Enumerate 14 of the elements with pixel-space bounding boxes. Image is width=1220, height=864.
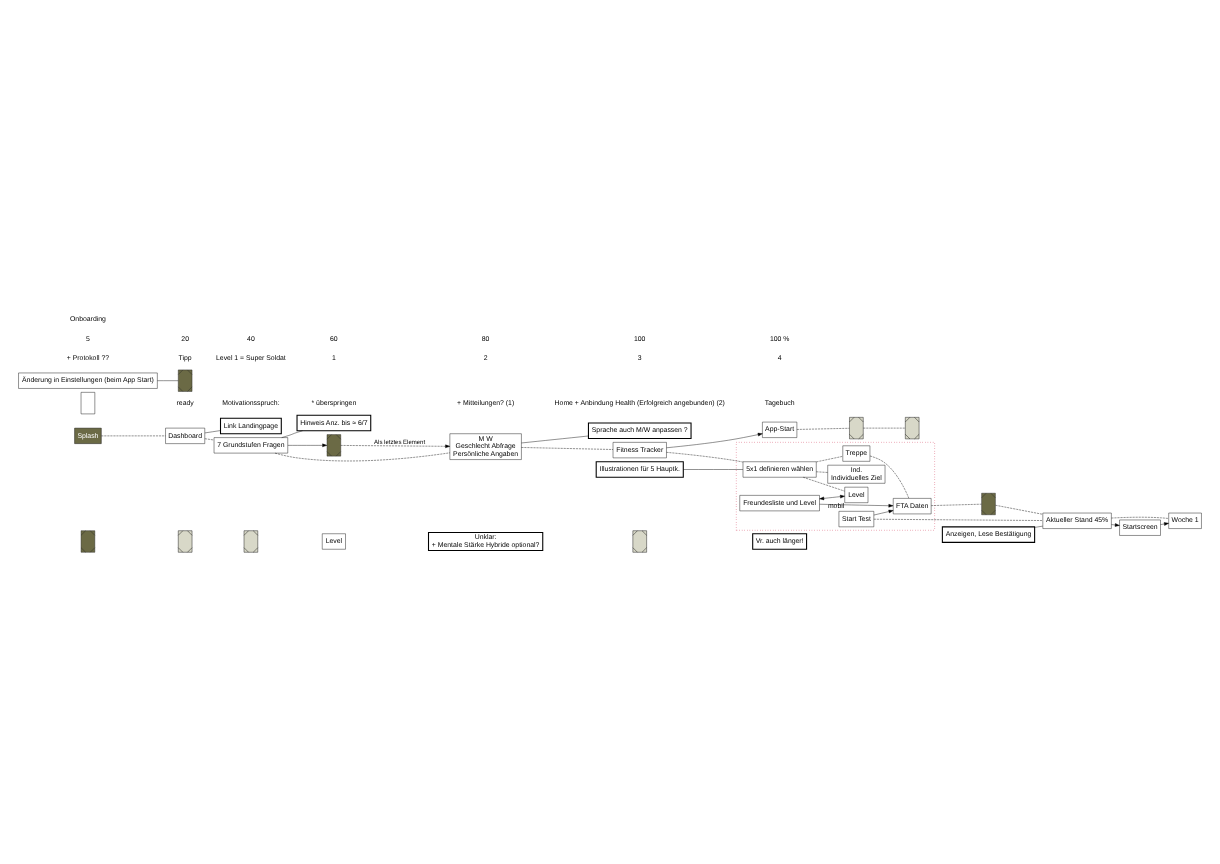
arrow <box>287 443 328 448</box>
arrow <box>1111 523 1120 527</box>
node-box <box>80 392 96 415</box>
arrow <box>340 444 451 449</box>
connector <box>281 430 303 438</box>
arrow <box>819 504 894 508</box>
connector <box>521 435 589 444</box>
arrow <box>666 432 763 448</box>
connector <box>683 469 744 470</box>
arrow <box>1160 522 1169 526</box>
connector <box>204 430 221 434</box>
arrow <box>819 494 845 501</box>
connector <box>1034 525 1043 528</box>
arrow <box>873 509 894 516</box>
